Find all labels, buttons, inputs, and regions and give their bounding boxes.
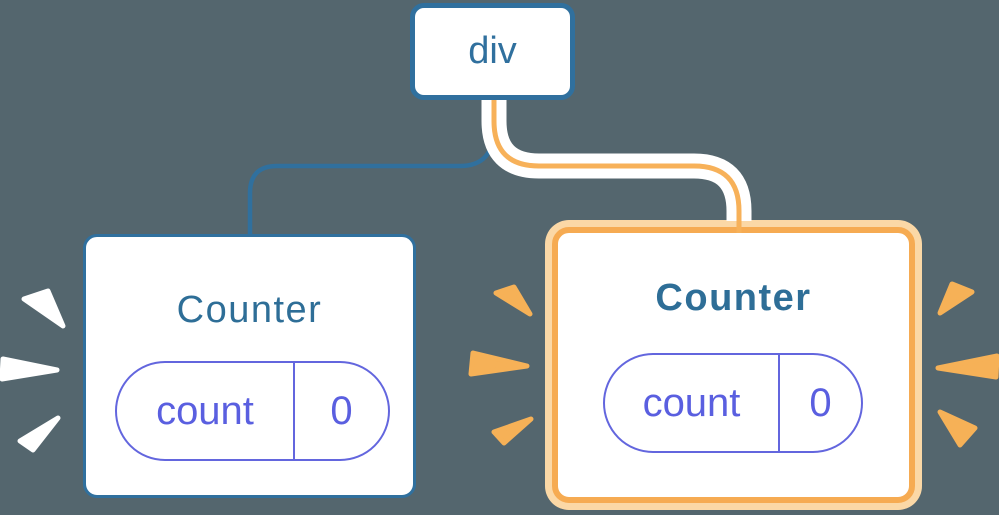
- spark-group-right-counter-left: [468, 284, 534, 446]
- spark-icon: [21, 288, 66, 329]
- spark-icon: [17, 415, 61, 453]
- state-key-right: count: [605, 355, 780, 451]
- spark-icon: [468, 350, 530, 377]
- state-value-left: 0: [330, 388, 353, 433]
- spark-icon: [491, 416, 534, 446]
- state-value-right: 0: [809, 380, 832, 425]
- counter-card-left: Counter count 0: [83, 234, 416, 498]
- counter-title-left: Counter: [176, 289, 323, 331]
- counter-card-right: Counter count 0: [552, 227, 915, 503]
- edge-to-right-counter: [491, 100, 742, 233]
- state-pill-right: count 0: [603, 353, 863, 453]
- spark-icon: [937, 281, 975, 316]
- state-key-left: count: [117, 363, 295, 459]
- edge-highlight-casing: [481, 100, 752, 221]
- spark-group-right-counter-right: [935, 281, 999, 448]
- root-node: div: [410, 3, 575, 100]
- counter-title-right: Counter: [655, 277, 812, 319]
- spark-icon: [937, 409, 978, 448]
- edge-to-left-counter: [247, 127, 497, 236]
- spark-group-left-counter: [0, 288, 66, 453]
- spark-icon: [493, 284, 533, 317]
- spark-icon: [935, 353, 999, 380]
- spark-icon: [0, 356, 60, 382]
- state-pill-left: count 0: [115, 361, 390, 461]
- counter-card-right-glow: Counter count 0: [545, 220, 922, 510]
- root-node-label: div: [468, 30, 517, 72]
